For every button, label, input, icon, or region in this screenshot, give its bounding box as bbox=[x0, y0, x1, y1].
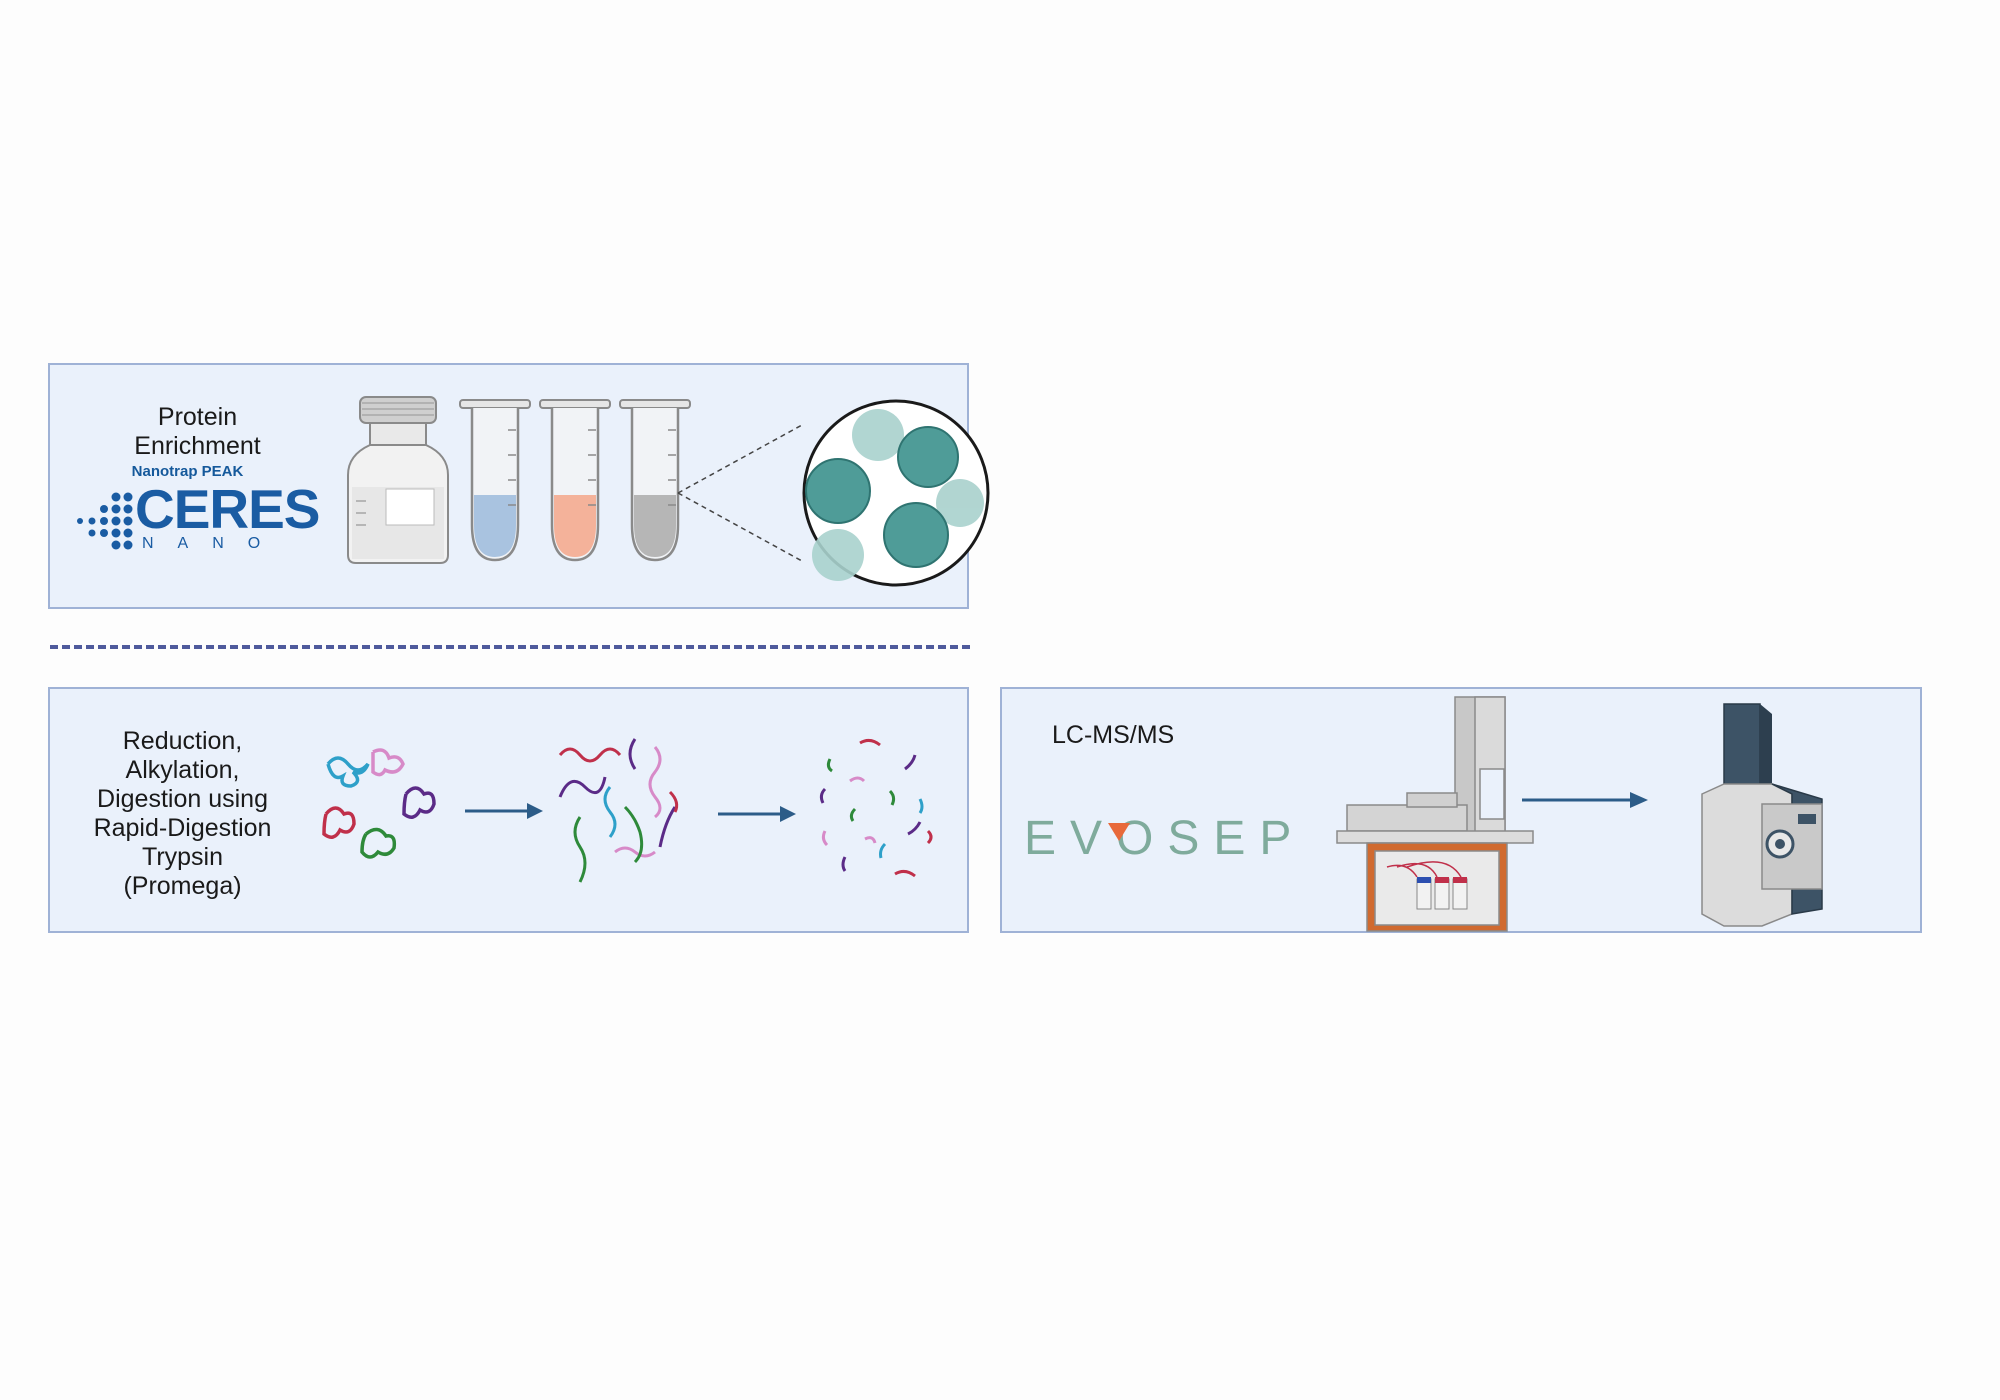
microtube-icon bbox=[539, 399, 611, 562]
microtube-icon bbox=[459, 399, 531, 562]
evosep-logo-word: EVOSEP bbox=[1024, 812, 1306, 865]
mass-spectrometer-icon bbox=[1701, 703, 1823, 927]
protein-coil-icon bbox=[322, 748, 436, 859]
arrow-right-icon bbox=[465, 803, 543, 819]
arrow-right-icon bbox=[1522, 792, 1648, 808]
lcms-panel: LC-MS/MS EVOSEP bbox=[1000, 687, 1922, 933]
protein-enrichment-panel: Protein Enrichment Nanotrap PEAK CERES N… bbox=[48, 363, 990, 609]
protein-enrichment-label: Protein Enrichment bbox=[134, 403, 261, 460]
reagent-bottle-icon bbox=[347, 396, 449, 564]
section-divider bbox=[50, 645, 970, 649]
ceres-nano-word: NANO bbox=[142, 535, 285, 552]
denatured-protein-icon bbox=[558, 738, 679, 883]
microtube-icon bbox=[619, 399, 691, 562]
nanotrap-peak-label: Nanotrap PEAK bbox=[131, 463, 244, 480]
peptide-fragment-icon bbox=[819, 738, 933, 878]
evosep-accent-icon bbox=[1108, 823, 1130, 841]
nanoparticle-magnifier-icon bbox=[677, 399, 990, 587]
ceres-dots-icon bbox=[77, 492, 133, 550]
arrow-right-icon bbox=[718, 806, 796, 822]
lc-system-icon bbox=[1336, 696, 1534, 932]
digestion-panel: Reduction, Alkylation, Digestion using R… bbox=[48, 687, 969, 933]
digestion-label: Reduction, Alkylation, Digestion using R… bbox=[93, 727, 272, 900]
ceres-logo-word: CERES bbox=[135, 478, 320, 540]
lcms-label: LC-MS/MS bbox=[1052, 721, 1175, 749]
